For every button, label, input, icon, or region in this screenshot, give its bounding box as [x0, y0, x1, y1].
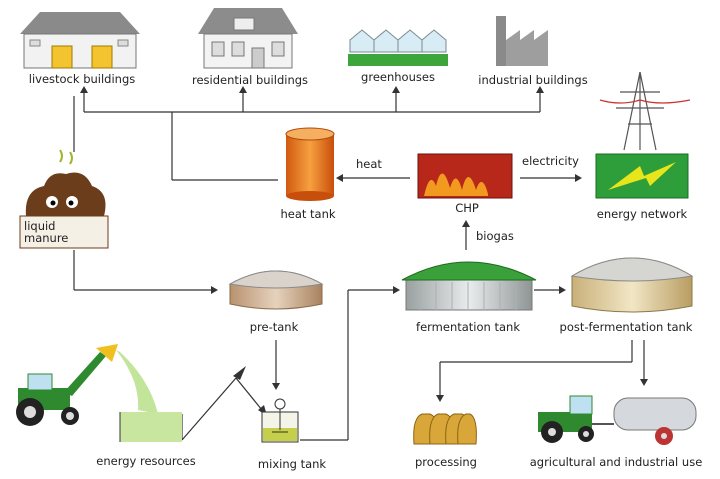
- heat-tank-icon: [285, 127, 335, 201]
- pre-tank-icon: [228, 270, 324, 310]
- mixing-tank-icon: [261, 398, 299, 443]
- flow-label-electricity: electricity: [522, 154, 579, 168]
- label-livestock-buildings: livestock buildings: [28, 72, 136, 86]
- chp-unit-icon: [417, 153, 513, 199]
- energy-network-icon: [595, 153, 689, 199]
- label-heat-tank: heat tank: [280, 207, 336, 221]
- residential-buildings-icon: [198, 8, 298, 69]
- connections: [73, 86, 648, 441]
- label-fermentation-tank: fermentation tank: [416, 320, 520, 334]
- loader-tractor-icon: [16, 344, 182, 442]
- processing-sacks-icon: [413, 413, 477, 445]
- label-greenhouses: greenhouses: [361, 70, 435, 84]
- label-chp: CHP: [455, 201, 479, 215]
- label-industrial-buildings: industrial buildings: [478, 73, 588, 87]
- label-post-fermentation-tank: post-fermentation tank: [559, 320, 693, 334]
- post-fermentation-tank-icon: [570, 257, 694, 313]
- livestock-buildings-icon: [20, 12, 140, 69]
- label-pre-tank: pre-tank: [249, 320, 299, 334]
- flow-label-biogas: biogas: [476, 229, 514, 243]
- label-agricultural-use: agricultural and industrial use: [529, 455, 703, 469]
- liquid-manure-icon: [19, 149, 109, 249]
- label-processing: processing: [415, 455, 477, 469]
- flow-label-heat: heat: [356, 157, 382, 171]
- power-pylon-icon: [599, 71, 691, 151]
- label-energy-resources: energy resources: [96, 454, 196, 468]
- tanker-tractor-icon: [538, 395, 697, 445]
- label-energy-network: energy network: [596, 207, 688, 221]
- label-residential-buildings: residential buildings: [191, 73, 309, 87]
- fermentation-tank-icon: [401, 261, 537, 311]
- label-liquid-manure: liquid manure: [24, 219, 69, 245]
- industrial-buildings-icon: [496, 16, 548, 66]
- label-mixing-tank: mixing tank: [257, 457, 327, 471]
- greenhouses-icon: [348, 29, 448, 66]
